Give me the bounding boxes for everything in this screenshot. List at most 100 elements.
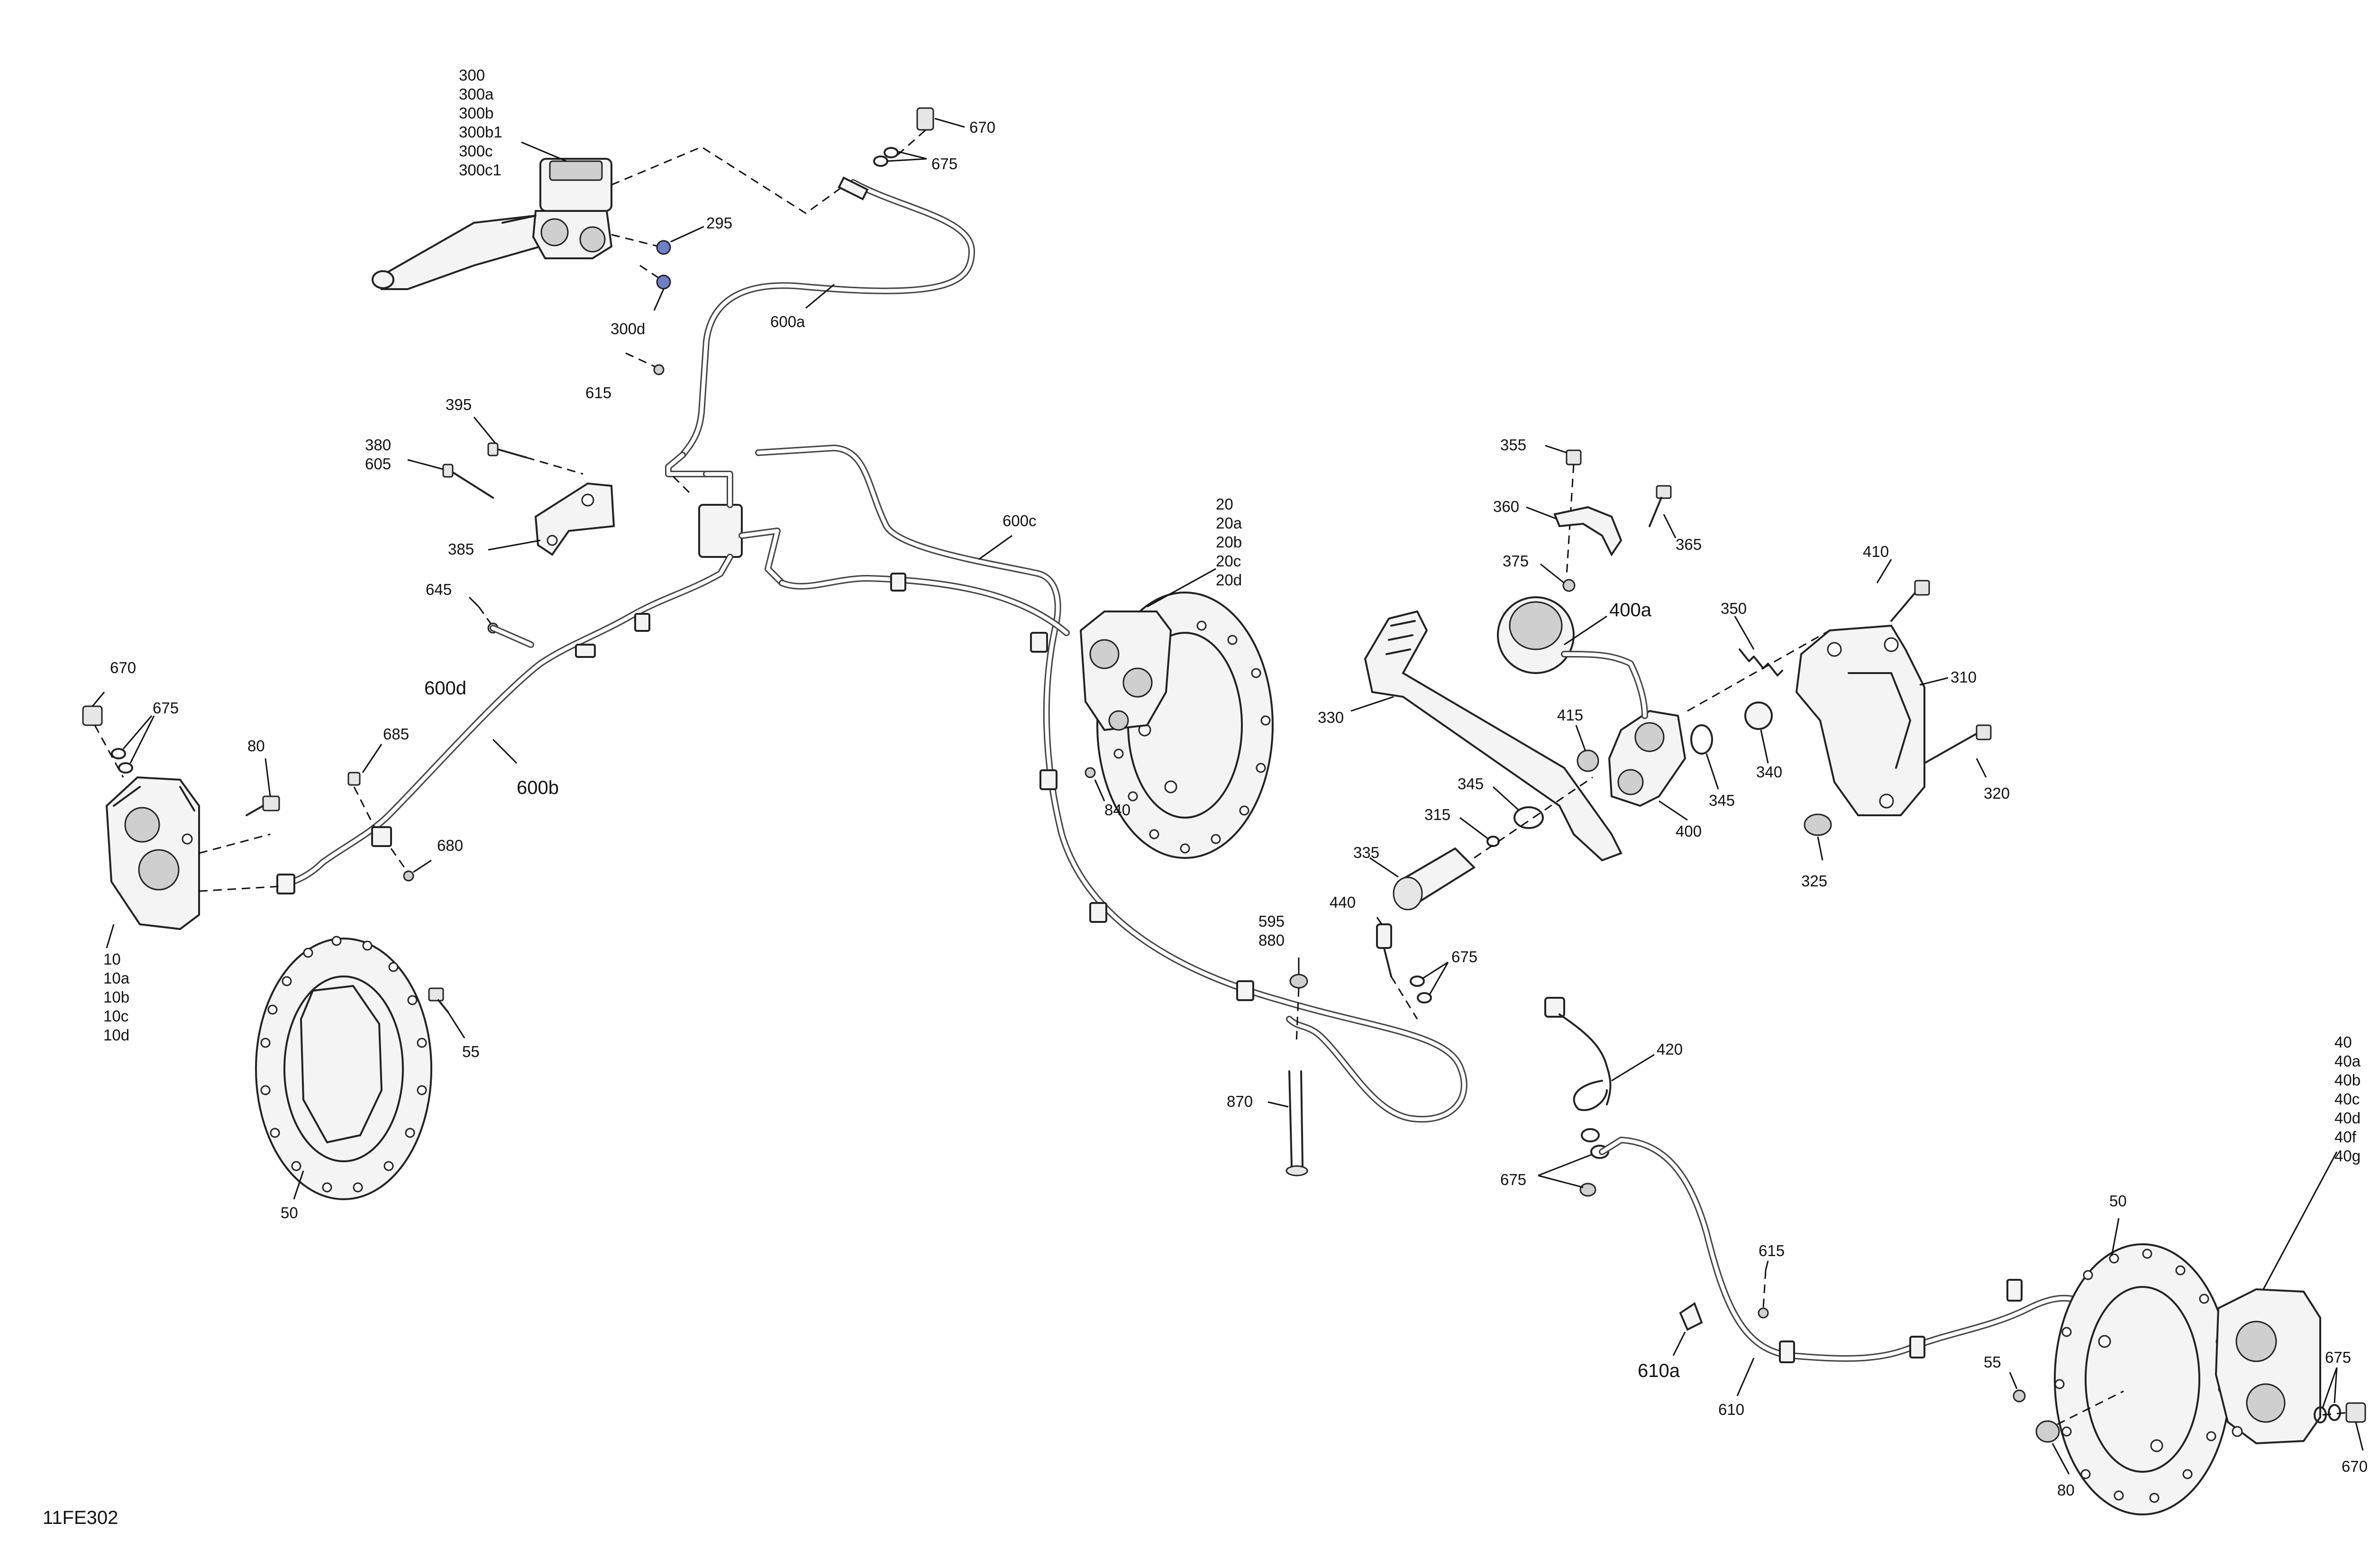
- callout-10c: 10c: [103, 1007, 128, 1025]
- callout-615-top: 615: [585, 384, 611, 401]
- callout-880: 880: [1258, 931, 1285, 949]
- callout-310: 310: [1951, 668, 1977, 686]
- callout-670-right: 670: [2342, 1458, 2368, 1475]
- callout-600c: 600c: [1003, 512, 1037, 529]
- callout-40a: 40a: [2334, 1052, 2361, 1070]
- callout-300d: 300d: [611, 320, 645, 337]
- clip-840: [1085, 767, 1096, 778]
- callout-40: 40: [2334, 1033, 2352, 1051]
- callout-675-right: 675: [2325, 1349, 2351, 1366]
- washer-345-right: [1690, 724, 1713, 755]
- bolt-300d: [639, 264, 671, 290]
- callout-605: 605: [365, 455, 391, 473]
- callout-400: 400: [1676, 822, 1702, 840]
- bolt-365: [1649, 485, 1672, 527]
- brake-hose-600a: [679, 176, 975, 458]
- washer-345-left: [1513, 806, 1544, 829]
- brake-rotor-right: [2054, 1243, 2231, 1515]
- callout-300c1: 300c1: [459, 161, 501, 179]
- callout-20c: 20c: [1216, 552, 1241, 570]
- banjo-bolt-top: [873, 107, 934, 167]
- callout-410: 410: [1863, 543, 1889, 560]
- bolt-55-left: [428, 987, 449, 1013]
- rear-caliper: [2215, 1288, 2321, 1445]
- handlebar-master-cylinder-assembly: [372, 158, 613, 290]
- callout-840: 840: [1104, 801, 1130, 819]
- callout-315: 315: [1424, 806, 1450, 823]
- callout-40f: 40f: [2334, 1128, 2357, 1146]
- callout-300b1: 300b1: [459, 123, 502, 141]
- callout-40-group: 40 40a 40b 40c 40d 40f 40g: [2334, 1033, 2361, 1165]
- hose-junction-block: [665, 452, 785, 586]
- callout-345-left: 345: [1458, 775, 1484, 793]
- callout-670-top: 670: [969, 119, 995, 136]
- callout-80-left: 80: [247, 737, 265, 755]
- bracket-360: [1553, 506, 1623, 556]
- banjo-bolt-right: [2314, 1402, 2366, 1423]
- brake-pedal-330: [1364, 610, 1623, 862]
- callout-10a: 10a: [103, 969, 130, 987]
- callout-350: 350: [1721, 600, 1747, 617]
- callout-300a: 300a: [459, 85, 494, 103]
- callout-20-group: 20 20a 20b 20c 20d: [1216, 495, 1242, 589]
- nut-325: [1804, 813, 1832, 836]
- master-cylinder-400: [1608, 710, 1686, 807]
- callout-345-right: 345: [1709, 792, 1735, 809]
- callout-870: 870: [1227, 1093, 1253, 1110]
- callout-600d: 600d: [424, 678, 466, 699]
- callout-595: 595: [1258, 912, 1285, 930]
- sensor-cable-420: [1544, 997, 1612, 1111]
- callout-295: 295: [706, 214, 732, 232]
- pedal-bracket-310: [1795, 624, 1925, 816]
- bolt-395: [487, 442, 583, 475]
- callout-40b: 40b: [2334, 1071, 2361, 1089]
- clip-610a: [1679, 1302, 1703, 1331]
- brake-hose-600c: [755, 445, 1468, 1123]
- banjo-bolt-left: [82, 705, 133, 778]
- clip-615-top: [625, 352, 665, 375]
- callout-355: 355: [1500, 436, 1526, 454]
- pivot-bolt-335: [1393, 847, 1476, 911]
- bracket-385: [534, 482, 615, 556]
- callout-20b: 20b: [1216, 533, 1242, 551]
- nut-415: [1577, 749, 1599, 772]
- callout-55-right: 55: [1984, 1353, 2001, 1371]
- callout-300-group: 300 300a 300b 300b1 300c 300c1: [459, 66, 502, 179]
- callout-20a: 20a: [1216, 514, 1242, 532]
- callout-330: 330: [1318, 709, 1344, 726]
- bolt-380: [442, 464, 494, 499]
- bolt-410: [1890, 580, 1930, 622]
- callout-675-mid: 675: [1451, 948, 1477, 966]
- callout-375: 375: [1503, 552, 1529, 570]
- callout-680: 680: [437, 837, 463, 854]
- brake-hose-600b: [276, 554, 733, 894]
- callout-685: 685: [383, 725, 409, 743]
- bolt-55-right: [2013, 1389, 2026, 1403]
- callout-40g: 40g: [2334, 1147, 2361, 1165]
- callout-80-right: 80: [2057, 1481, 2075, 1499]
- callout-395: 395: [446, 396, 472, 413]
- brake-rotor-left: [255, 936, 432, 1200]
- front-right-caliper: [1079, 611, 1172, 731]
- callout-10: 10: [103, 950, 121, 968]
- callout-360: 360: [1493, 498, 1519, 515]
- callout-20d: 20d: [1216, 571, 1242, 589]
- pressure-switch-440: [1376, 923, 1432, 1020]
- callout-385: 385: [448, 540, 474, 558]
- callout-55-left: 55: [462, 1043, 480, 1060]
- reservoir-400a: [1497, 596, 1648, 719]
- callout-415: 415: [1557, 706, 1583, 724]
- callout-20: 20: [1216, 495, 1233, 513]
- clip-680: [390, 848, 414, 882]
- callout-600b: 600b: [517, 777, 559, 798]
- bushing-340: [1744, 702, 1773, 730]
- ring-315: [1486, 836, 1500, 847]
- washers-675-lower: [1579, 1128, 1609, 1197]
- bolt-320: [1923, 724, 1992, 764]
- callout-400a: 400a: [1609, 600, 1652, 620]
- bolt-870: [1285, 1070, 1308, 1176]
- bolt-80-right: [2035, 1390, 2124, 1443]
- spring-350: [1739, 648, 1783, 676]
- callout-340: 340: [1756, 763, 1782, 781]
